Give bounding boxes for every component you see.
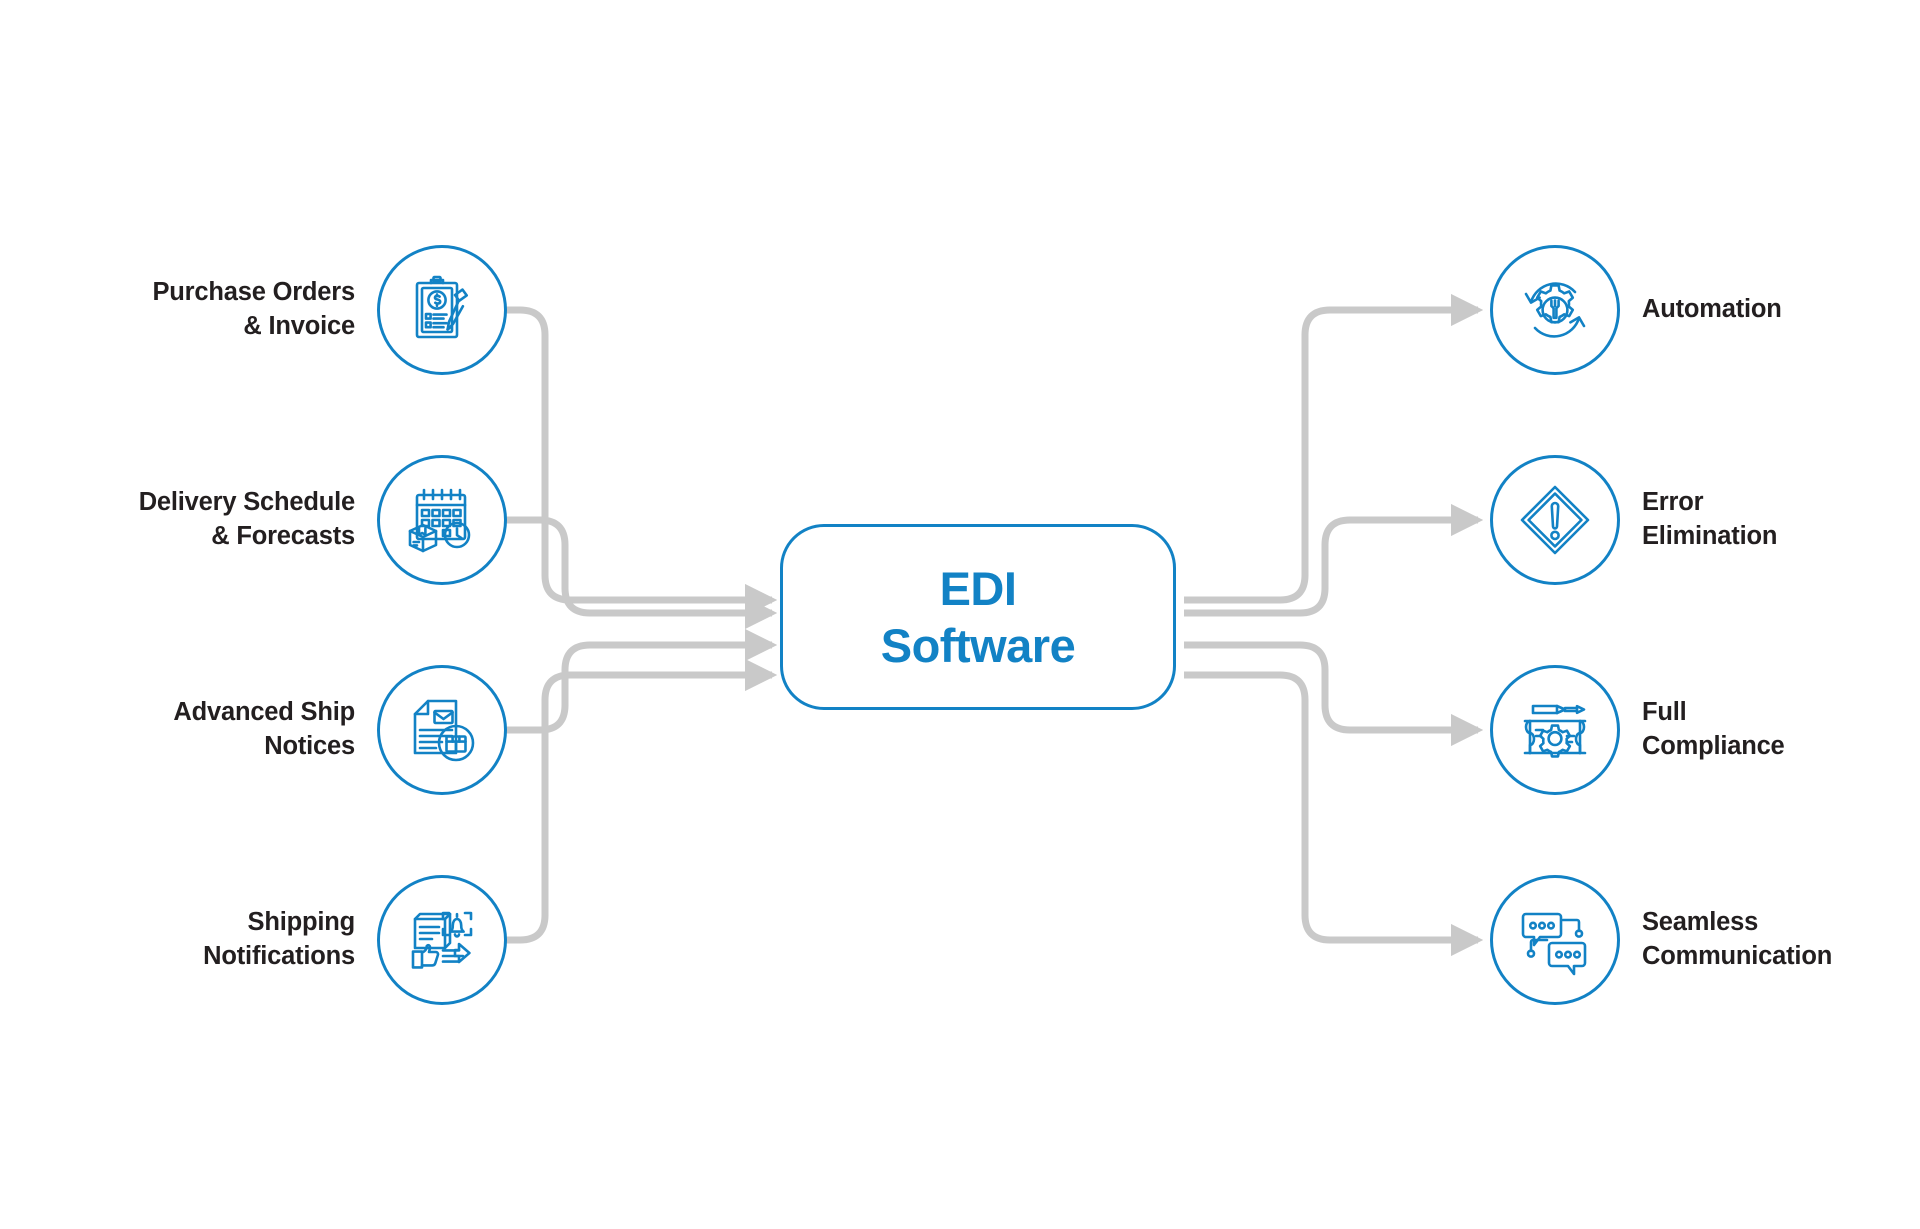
connector-output-3 (1184, 641, 1484, 747)
output-label-1: Automation (1642, 295, 1782, 324)
input-icon-circle-1[interactable] (377, 245, 507, 375)
input-label-3: Advanced Ship Notices (173, 698, 355, 760)
output-node-1[interactable]: Automation (1490, 245, 1920, 375)
input-node-4[interactable]: Shipping Notifications (95, 875, 507, 1005)
hub-edi-software[interactable]: EDI Software (780, 524, 1176, 710)
input-label-4: Shipping Notifications (203, 908, 355, 970)
chat-bubbles-network-icon (1521, 912, 1587, 976)
output-icon-circle-1[interactable] (1490, 245, 1620, 375)
output-icon-circle-2[interactable] (1490, 455, 1620, 585)
hub-label: EDI Software (880, 561, 1076, 672)
output-node-3[interactable]: Full Compliance (1490, 665, 1920, 795)
output-label-2: Error Elimination (1642, 488, 1778, 550)
connector-output-2 (1184, 503, 1484, 617)
document-envelope-package-icon (413, 699, 475, 762)
clipboard-invoice-pen-icon (415, 275, 468, 339)
output-label-4: Seamless Communication (1642, 908, 1833, 970)
input-node-3[interactable]: Advanced Ship Notices (95, 665, 507, 795)
input-node-2[interactable]: Delivery Schedule & Forecasts (95, 455, 507, 585)
connector-output-4 (1184, 671, 1484, 957)
connector-input-2 (487, 516, 778, 630)
output-label-3: Full Compliance (1642, 698, 1785, 760)
gear-wrench-refresh-icon (1524, 282, 1586, 338)
input-node-1[interactable]: Purchase Orders & Invoice (95, 245, 507, 375)
connector-input-1 (487, 306, 778, 617)
warning-diamond-exclamation-icon (1520, 485, 1590, 555)
input-label-2: Delivery Schedule & Forecasts (138, 488, 355, 550)
input-icon-circle-2[interactable] (377, 455, 507, 585)
input-label-1: Purchase Orders & Invoice (152, 278, 355, 340)
blueprint-gear-pencil-icon (1523, 704, 1587, 758)
output-icon-circle-4[interactable] (1490, 875, 1620, 1005)
connector-input-4 (487, 658, 778, 944)
output-node-2[interactable]: Error Elimination (1490, 455, 1920, 585)
connector-input-3 (487, 628, 778, 734)
calendar-boxes-clock-icon (408, 488, 471, 553)
output-node-4[interactable]: Seamless Communication (1490, 875, 1920, 1005)
output-icon-circle-3[interactable] (1490, 665, 1620, 795)
connector-output-1 (1184, 293, 1484, 604)
input-icon-circle-4[interactable] (377, 875, 507, 1005)
document-bell-thumbsup-arrow-icon (411, 911, 473, 969)
input-icon-circle-3[interactable] (377, 665, 507, 795)
